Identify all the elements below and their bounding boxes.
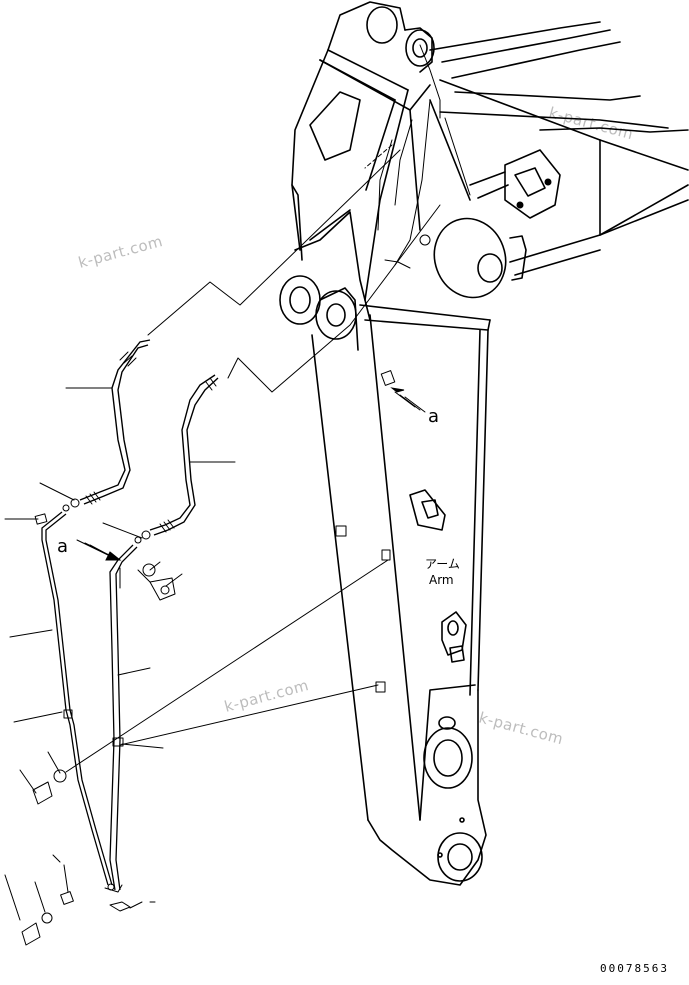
arm-label-jp: アーム [425,557,460,571]
arm-label-en: Arm [429,573,454,587]
watermarks: k-part.com k-part.com k-part.com k-part.… [76,103,635,748]
boom-structure [429,21,689,299]
watermark-2: k-part.com [222,676,310,716]
callout-a-markers: a a [57,387,439,561]
left-hose-assembly [21,339,219,946]
watermark-3: k-part.com [477,708,565,748]
callout-a-right: a [428,406,439,427]
leader-lines [65,144,393,773]
arm-structure [279,1,491,886]
arm-line-routing [377,44,471,269]
callout-a-left: a [57,536,68,557]
callout-leaders [4,387,236,921]
drawing-number: 00078563 [600,962,669,975]
break-lines [147,149,441,393]
watermark-1: k-part.com [76,232,164,272]
